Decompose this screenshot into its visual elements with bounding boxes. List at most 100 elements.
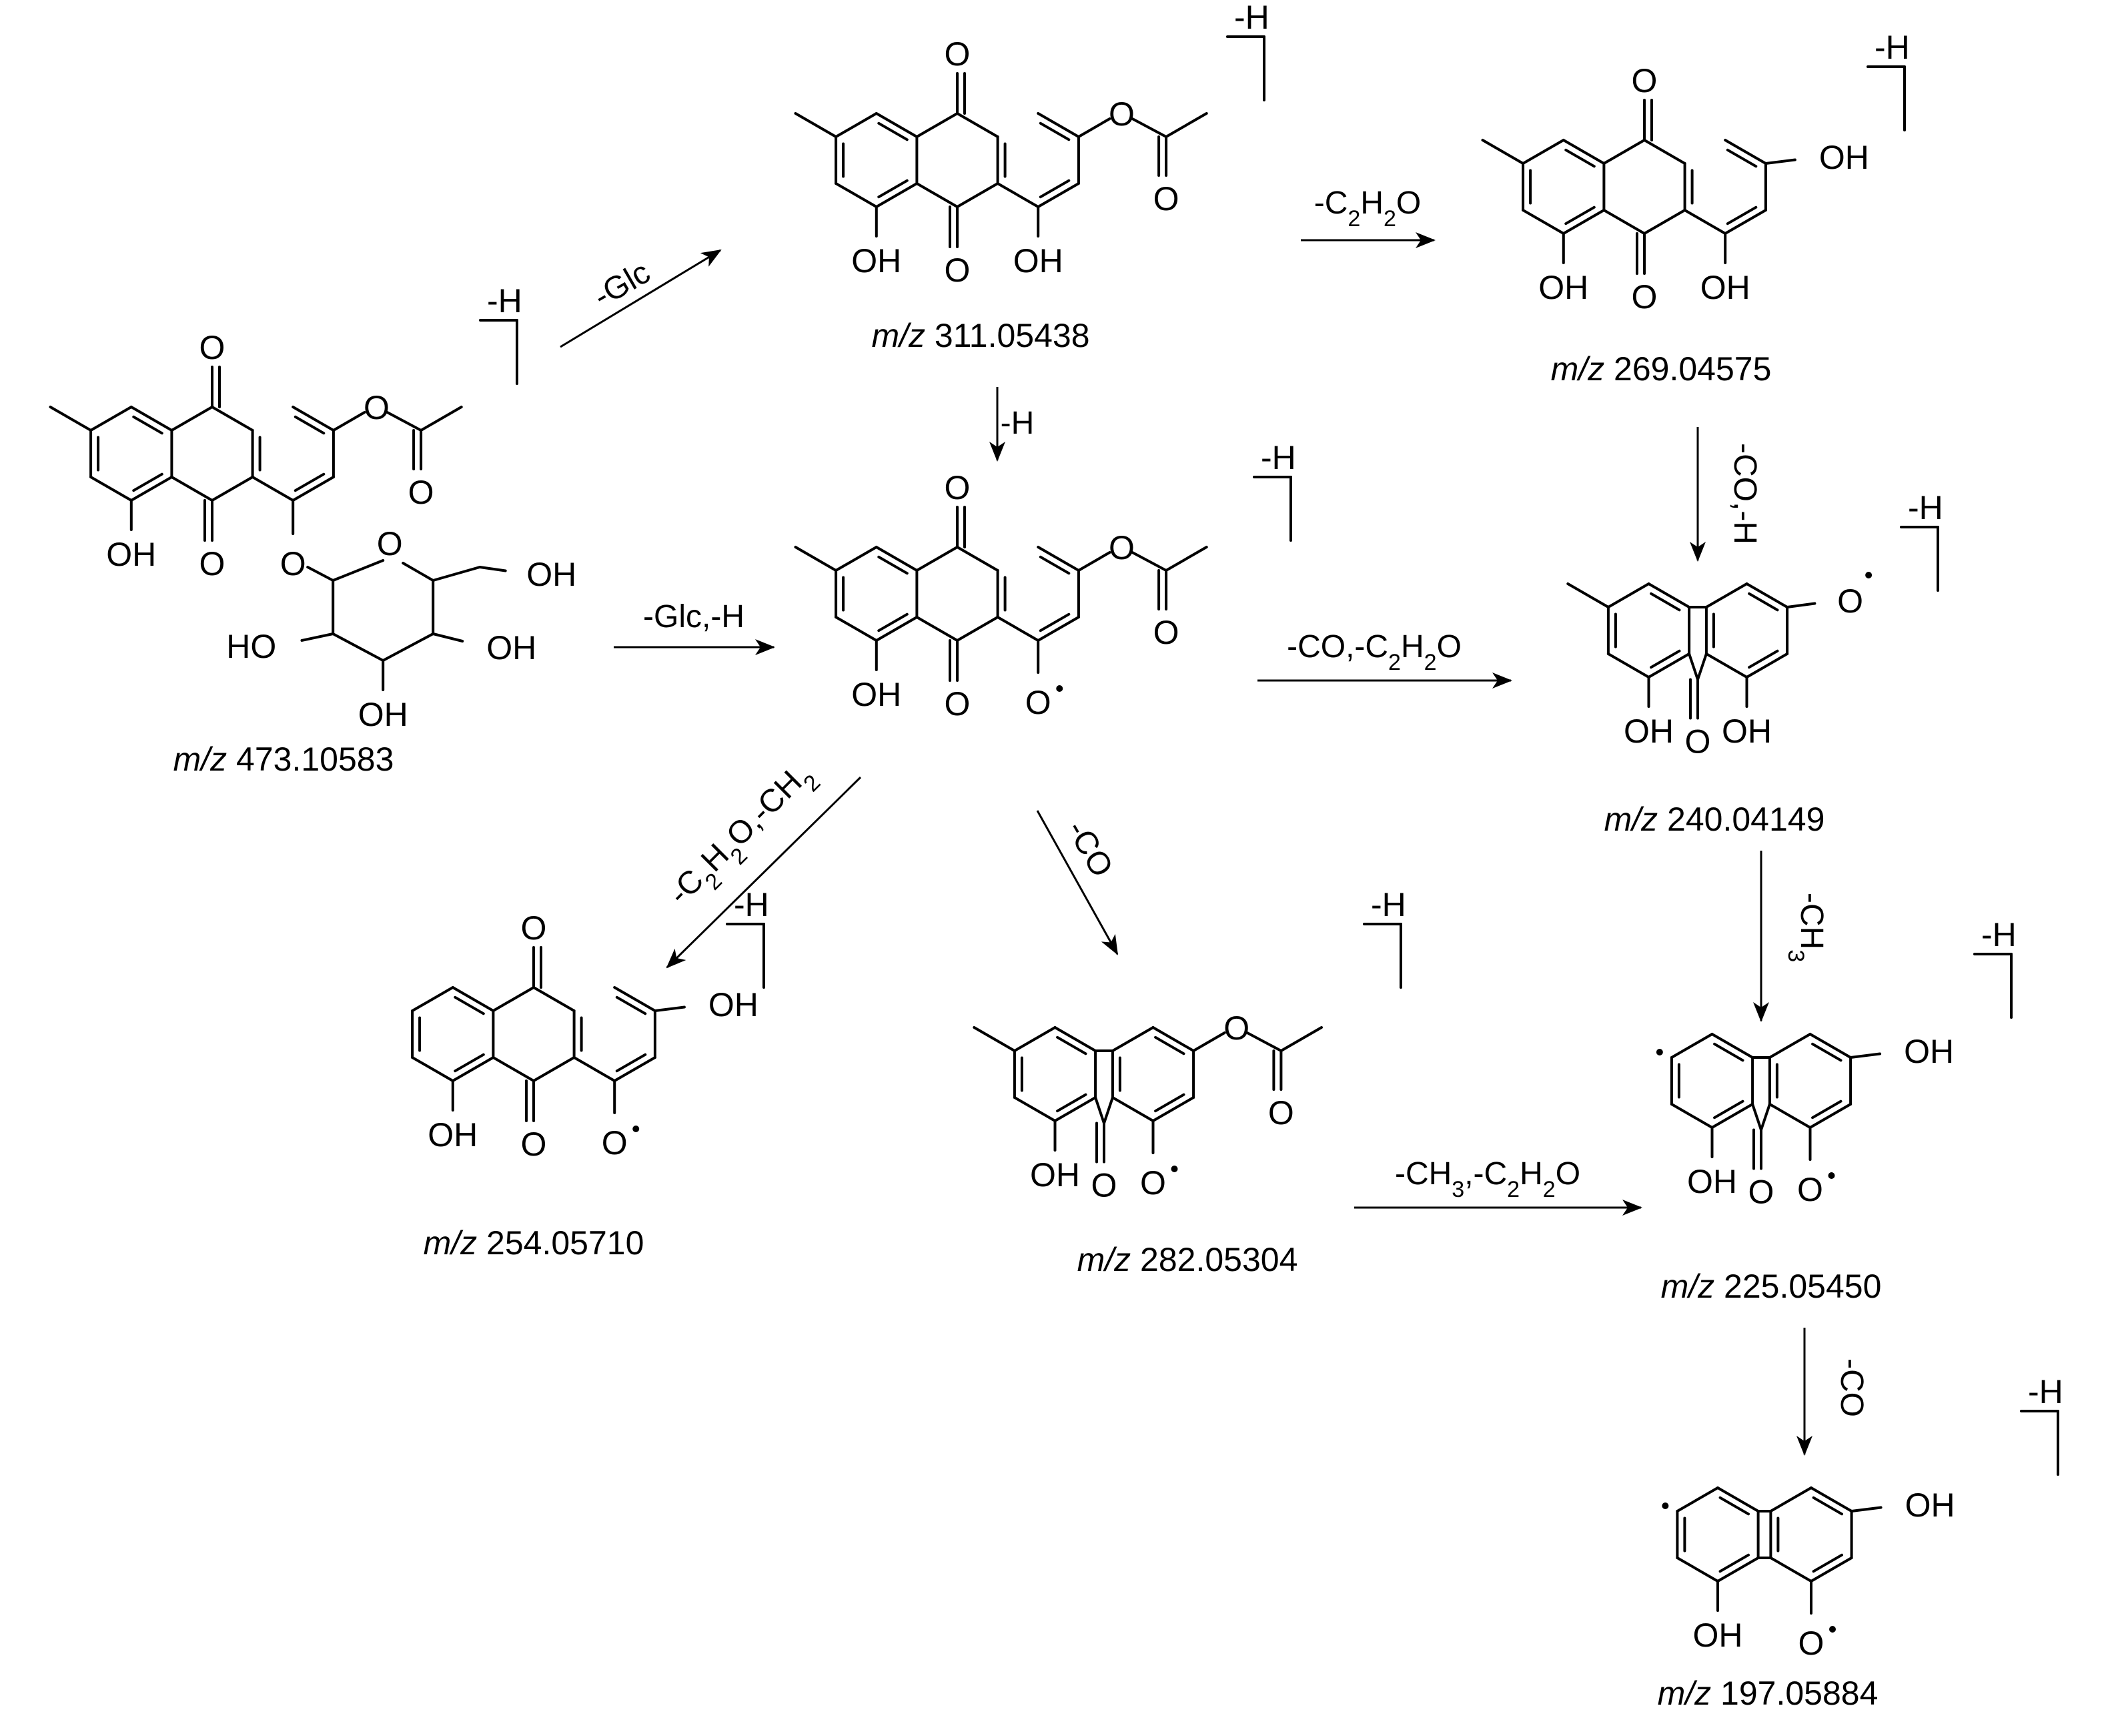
bond-inner xyxy=(615,1053,647,1073)
bond-inner xyxy=(132,472,163,492)
bond-inner xyxy=(1718,1496,1750,1516)
radical-dot xyxy=(1829,1626,1836,1633)
bond-inner xyxy=(1726,148,1758,168)
bond-inner xyxy=(1748,649,1779,669)
mz-prefix: m/z xyxy=(1658,1675,1720,1712)
arrow-473-311 xyxy=(560,249,722,348)
bond xyxy=(332,632,385,662)
bond xyxy=(478,566,507,572)
mz-prefix: m/z xyxy=(871,317,934,354)
methyl xyxy=(973,1026,1016,1052)
bond-inner xyxy=(1154,1093,1185,1113)
bond xyxy=(1769,1557,1812,1583)
bond xyxy=(875,616,919,642)
bond-inner xyxy=(1039,179,1071,199)
bond xyxy=(875,182,919,208)
carbonyl-o: O xyxy=(199,329,225,366)
acetyl-methyl xyxy=(1165,112,1208,138)
label-ch3-c2h2o: -CH3,-C2H2O xyxy=(1395,1156,1580,1202)
acetyl-o: O xyxy=(1268,1094,1294,1132)
bond xyxy=(1013,1026,1057,1052)
mz-prefix: m/z xyxy=(1551,350,1614,388)
oxy-radical: O xyxy=(1140,1164,1166,1202)
bond-inner xyxy=(1039,612,1071,632)
bond xyxy=(306,566,335,582)
glycosidic-o: O xyxy=(280,545,306,582)
bond-inner xyxy=(454,1053,485,1073)
acetyl-methyl xyxy=(1165,546,1208,572)
substituent: OH xyxy=(708,986,758,1023)
bond xyxy=(532,1056,576,1082)
mz-value: 269.04575 xyxy=(1614,350,1771,388)
bond-inner xyxy=(294,415,326,435)
substituent: OH xyxy=(1904,1033,1954,1070)
bond xyxy=(1670,1033,1714,1059)
bond xyxy=(211,476,254,502)
substituent: OH xyxy=(1538,269,1588,306)
radical-dot xyxy=(1662,1502,1669,1509)
carbonyl-o: O xyxy=(945,685,971,723)
bond xyxy=(613,986,656,1012)
ester-o: O xyxy=(1109,529,1135,566)
bond-inner xyxy=(1039,555,1071,575)
acetyl-methyl xyxy=(420,406,463,432)
mz-value: 282.05304 xyxy=(1140,1241,1297,1278)
bond xyxy=(1751,1103,1762,1132)
mz-label: m/z 311.05438 xyxy=(871,317,1089,354)
methyl xyxy=(794,112,838,138)
carbonyl-o: O xyxy=(1748,1174,1774,1211)
arrow-radical-254 xyxy=(666,776,862,969)
substituent: OH xyxy=(1819,139,1869,176)
bond xyxy=(915,546,959,572)
radical-dot xyxy=(1171,1166,1178,1172)
bond-inner xyxy=(1564,205,1596,226)
bond xyxy=(1647,653,1691,679)
bond xyxy=(1053,1096,1097,1122)
bond xyxy=(1849,1052,1882,1059)
bond xyxy=(956,112,999,138)
bond xyxy=(1111,1026,1155,1052)
carbonyl-o: O xyxy=(1091,1167,1117,1204)
arrow-radical-282 xyxy=(1036,810,1119,955)
label-h: -H xyxy=(1001,406,1035,441)
bond xyxy=(1810,1486,1853,1512)
bond-inner xyxy=(1812,1553,1843,1573)
bond xyxy=(432,632,464,642)
bond xyxy=(1562,139,1606,165)
carbonyl-o: O xyxy=(945,252,971,289)
bond xyxy=(89,406,133,432)
carbonyl-o: O xyxy=(1685,723,1711,761)
substituent: OH xyxy=(1013,242,1063,280)
mz-value: 473.10583 xyxy=(236,741,394,778)
bond xyxy=(1643,139,1686,165)
bond xyxy=(492,1056,535,1082)
radical-dot xyxy=(1656,1049,1663,1055)
substituent: OH xyxy=(428,1116,478,1154)
bond xyxy=(382,632,435,662)
mz-label: m/z 240.04149 xyxy=(1604,801,1825,838)
bond xyxy=(1151,1026,1195,1052)
bond xyxy=(451,986,495,1012)
bond xyxy=(1037,616,1080,642)
bond xyxy=(170,476,213,502)
bond xyxy=(1683,209,1727,235)
bond xyxy=(386,411,423,432)
bond-inner xyxy=(1713,1100,1744,1120)
bond xyxy=(432,566,482,582)
bond xyxy=(1850,1506,1883,1512)
mz-label: m/z 225.05450 xyxy=(1661,1268,1882,1305)
bond xyxy=(1037,546,1080,572)
acetyl-methyl xyxy=(1279,1026,1323,1052)
bond xyxy=(956,616,999,642)
substituent: OH xyxy=(851,676,901,713)
bond xyxy=(251,476,295,502)
bond-inner xyxy=(1564,148,1596,168)
bond xyxy=(1810,1557,1853,1583)
bond xyxy=(1688,653,1699,681)
bond xyxy=(451,1056,495,1082)
bond xyxy=(1745,653,1789,679)
charge-label: -H xyxy=(1234,0,1269,36)
bond xyxy=(129,476,173,502)
ring-o: O xyxy=(377,525,403,562)
